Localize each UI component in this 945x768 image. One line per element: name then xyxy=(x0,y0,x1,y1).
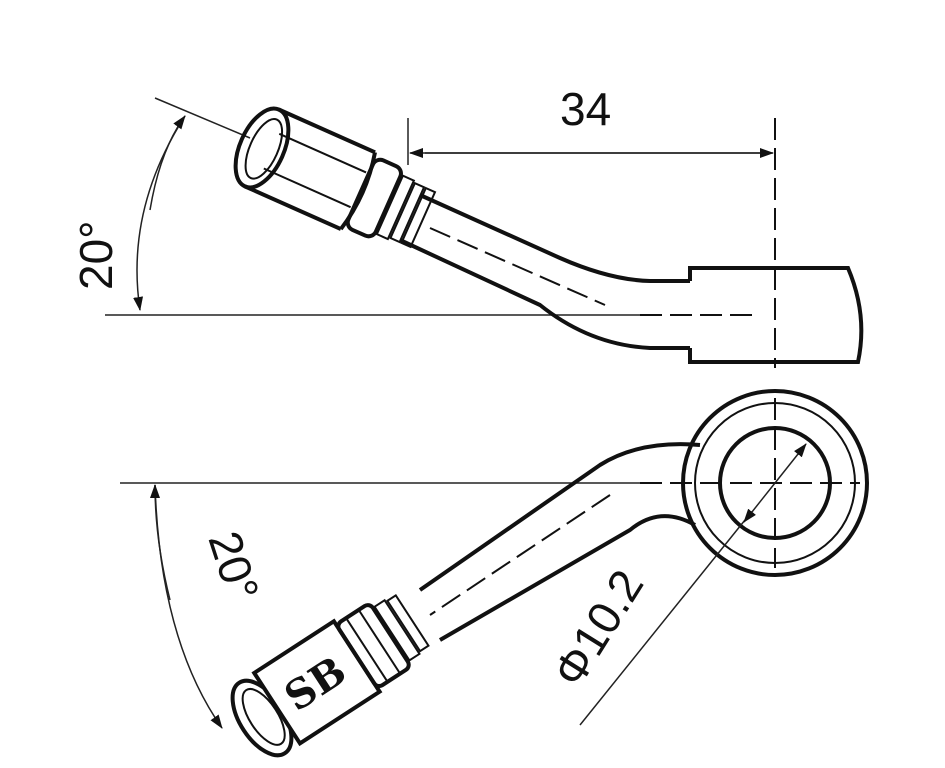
bottom-fitting: SB xyxy=(230,593,430,758)
pipe-lower-edge xyxy=(438,514,696,642)
diameter-arrow-up xyxy=(774,443,807,484)
angle-arc-top xyxy=(133,115,186,311)
bottom-view: SB Φ10.2 20° xyxy=(120,389,869,758)
top-fitting xyxy=(233,106,437,249)
banjo-eye-bore xyxy=(718,426,832,540)
pipe-upper-edge xyxy=(419,193,690,283)
diameter-label: Φ10.2 xyxy=(542,561,653,696)
banjo-eye-side xyxy=(688,266,864,364)
length-dimension-label: 34 xyxy=(560,83,611,135)
top-angle-label: 20° xyxy=(70,220,122,290)
pipe-centerline xyxy=(429,494,611,616)
pipe-upper-edge xyxy=(418,442,701,592)
angle-arc-bottom-back xyxy=(150,484,171,601)
pipe-lower-edge xyxy=(399,238,690,350)
angle-reference-line xyxy=(154,97,251,139)
angle-arc-top-back xyxy=(149,115,186,211)
top-view: 34 20° xyxy=(70,83,864,368)
banjo-eye-outer xyxy=(681,389,869,577)
pipe-centerline xyxy=(429,227,606,306)
diameter-leader xyxy=(579,519,746,726)
angle-arc-bottom xyxy=(154,484,223,729)
banjo-eye-ring xyxy=(694,402,856,564)
bottom-angle-label: 20° xyxy=(198,525,269,607)
diameter-arrow-down xyxy=(743,482,776,523)
